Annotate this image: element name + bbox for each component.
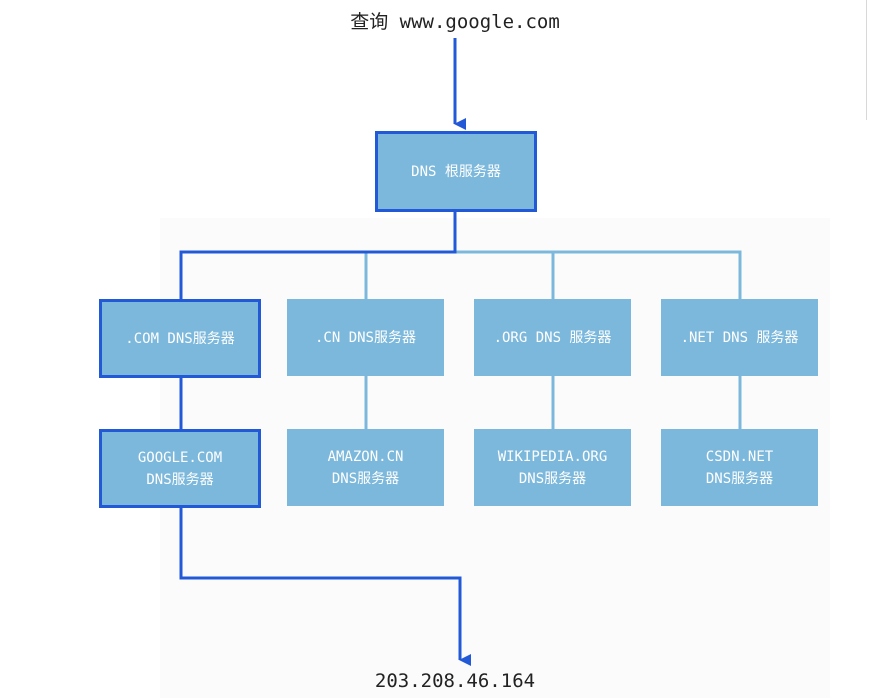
tld-server-cn: .CN DNS服务器	[287, 299, 444, 376]
tld-server-net-label: .NET DNS 服务器	[680, 329, 799, 346]
query-domain: www.google.com	[399, 11, 560, 33]
domain-server-amazon-label: AMAZON.CN DNS服务器	[327, 448, 404, 487]
root-dns-server: DNS 根服务器	[375, 131, 537, 212]
tld-server-org-label: .ORG DNS 服务器	[493, 329, 612, 346]
edge-root-to-org	[455, 250, 555, 300]
domain-server-wikipedia: WIKIPEDIA.ORG DNS服务器	[474, 429, 631, 506]
tld-server-com: .COM DNS服务器	[99, 299, 261, 378]
resolved-ip-address: 203.208.46.164	[374, 670, 536, 692]
edge-root-to-com	[179, 212, 457, 300]
query-prefix: 查询	[350, 11, 389, 33]
domain-server-wikipedia-label: WIKIPEDIA.ORG DNS服务器	[497, 448, 608, 487]
domain-server-csdn: CSDN.NET DNS服务器	[661, 429, 818, 506]
tld-server-org: .ORG DNS 服务器	[474, 299, 631, 376]
page-edge-rule	[866, 0, 867, 120]
tld-server-net: .NET DNS 服务器	[661, 299, 818, 376]
domain-server-google: GOOGLE.COM DNS服务器	[99, 429, 261, 508]
root-dns-server-label: DNS 根服务器	[411, 163, 501, 180]
arrow-google-to-result	[179, 507, 471, 666]
tld-server-cn-label: .CN DNS服务器	[314, 329, 416, 346]
edge-root-to-cn	[364, 250, 455, 300]
domain-server-csdn-label: CSDN.NET DNS服务器	[705, 448, 774, 487]
edge-root-to-net	[553, 250, 742, 300]
tld-server-com-label: .COM DNS服务器	[125, 330, 235, 347]
domain-server-amazon: AMAZON.CN DNS服务器	[287, 429, 444, 506]
domain-server-google-label: GOOGLE.COM DNS服务器	[137, 449, 223, 488]
query-label: 查询 www.google.com	[300, 8, 610, 36]
